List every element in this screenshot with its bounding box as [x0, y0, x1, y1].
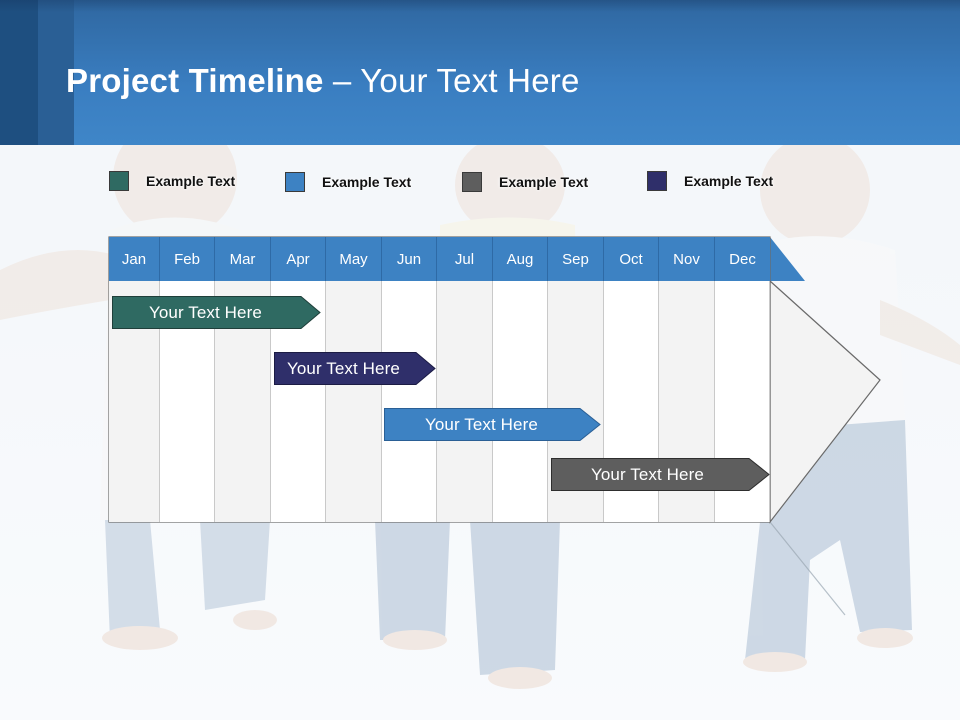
header-shade	[0, 0, 960, 12]
month-label[interactable]: Sep	[548, 237, 604, 281]
legend-swatch	[109, 171, 129, 191]
month-label[interactable]: Oct	[604, 237, 659, 281]
month-label[interactable]: Jan	[109, 237, 160, 281]
header-band: Project Timeline – Your Text Here	[0, 0, 960, 145]
task-bar-shape	[112, 296, 321, 329]
legend-item[interactable]: Example Text	[647, 171, 773, 191]
task-bar-fill	[274, 352, 436, 385]
legend-item[interactable]: Example Text	[109, 171, 235, 191]
task-bar-fill	[112, 296, 321, 329]
title-main: Project Timeline	[66, 62, 324, 99]
legend-swatch	[647, 171, 667, 191]
title-subtitle: – Your Text Here	[323, 62, 580, 99]
month-header-row: Jan Feb Mar Apr May Jun Jul Aug Sep Oct …	[109, 237, 770, 281]
task-bar-shape	[384, 408, 601, 441]
legend-label: Example Text	[684, 173, 774, 189]
task-bar-label: Your Text Here	[425, 414, 538, 434]
month-label[interactable]: Mar	[215, 237, 271, 281]
legend-label: Example Text	[322, 174, 412, 190]
month-label[interactable]: Aug	[493, 237, 548, 281]
month-label[interactable]: Jul	[437, 237, 493, 281]
page-title[interactable]: Project Timeline – Your Text Here	[66, 62, 580, 100]
month-label[interactable]: Feb	[160, 237, 215, 281]
month-label[interactable]: Jun	[382, 237, 437, 281]
legend-swatch	[285, 172, 305, 192]
month-label[interactable]: Apr	[271, 237, 326, 281]
task-bar-fill	[384, 408, 601, 441]
month-label[interactable]: Nov	[659, 237, 715, 281]
task-bar[interactable]: Your Text Here	[551, 458, 770, 491]
task-bar-label: Your Text Here	[591, 464, 704, 484]
legend-swatch	[462, 172, 482, 192]
task-bar[interactable]: Your Text Here	[112, 296, 321, 329]
month-label[interactable]: May	[326, 237, 382, 281]
task-bar-label: Your Text Here	[149, 302, 262, 322]
task-bar-label: Your Text Here	[287, 358, 400, 378]
legend-item[interactable]: Example Text	[462, 172, 588, 192]
header-stripe	[38, 0, 74, 145]
legend-label: Example Text	[499, 174, 589, 190]
task-bar-shape	[551, 458, 770, 491]
month-label[interactable]: Dec	[715, 237, 770, 281]
task-bar[interactable]: Your Text Here	[384, 408, 601, 441]
legend-item[interactable]: Example Text	[285, 172, 411, 192]
task-bar-shape	[274, 352, 436, 385]
task-bar-fill	[551, 458, 770, 491]
task-bar[interactable]: Your Text Here	[274, 352, 436, 385]
header-stripe	[0, 0, 38, 145]
legend-label: Example Text	[146, 173, 236, 189]
